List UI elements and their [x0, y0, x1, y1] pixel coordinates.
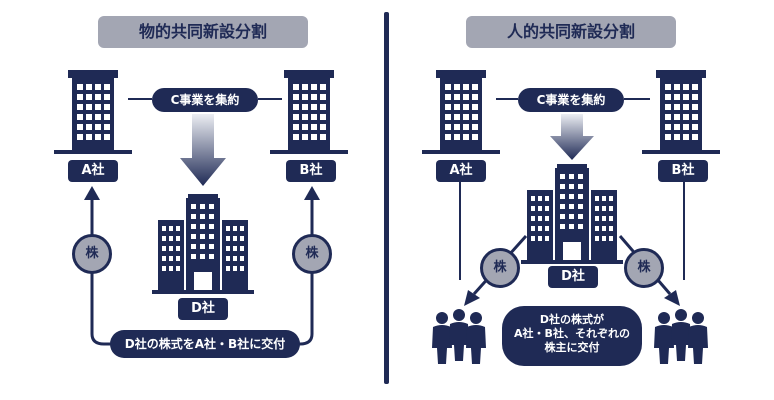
building-d-right-icon [521, 164, 623, 264]
left-business-pill: C事業を集約 [152, 88, 258, 112]
left-company-d-label: D社 [178, 298, 228, 320]
consolidate-arrow-left [180, 114, 226, 186]
right-company-d-label: D社 [548, 266, 598, 288]
right-title: 人的共同新設分割 [466, 16, 676, 48]
right-company-a-label: A社 [436, 160, 486, 182]
right-stock-badge-a: 株 [480, 248, 520, 288]
building-a-right-icon [422, 70, 500, 154]
left-stock-badge-a: 株 [72, 234, 112, 274]
consolidate-arrow-right [550, 114, 594, 160]
left-title: 物的共同新設分割 [98, 16, 308, 48]
right-company-b-label: B社 [658, 160, 708, 182]
building-b-right-icon [642, 70, 720, 154]
left-stock-badge-b: 株 [292, 234, 332, 274]
right-bottom-note: D社の株式が A社・B社、それぞれの 株主に交付 [502, 306, 642, 366]
building-b-left-icon [270, 70, 348, 154]
shareholders-a-icon [432, 309, 486, 364]
left-bottom-note: D社の株式をA社・B社に交付 [110, 330, 300, 358]
right-note-line-3: 株主に交付 [544, 341, 600, 354]
shareholders-b-icon [654, 309, 708, 364]
right-note-line-1: D社の株式が [539, 313, 605, 326]
right-business-pill: C事業を集約 [518, 88, 624, 112]
left-company-b-label: B社 [286, 160, 336, 182]
right-stock-badge-b: 株 [624, 248, 664, 288]
building-d-left-icon [152, 194, 254, 294]
right-note-line-2: A社・B社、それぞれの [514, 327, 630, 340]
left-company-a-label: A社 [68, 160, 118, 182]
building-a-left-icon [54, 70, 132, 154]
panel-divider [384, 12, 389, 384]
